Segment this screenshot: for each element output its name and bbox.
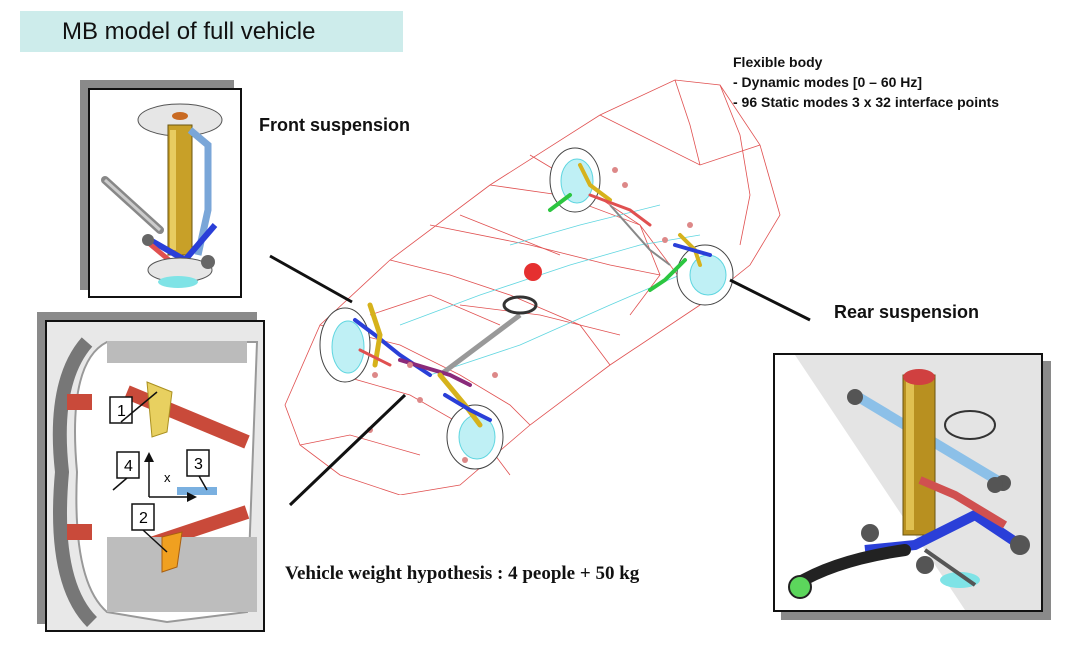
front-suspension-panel: [88, 88, 242, 298]
slide-title-box: MB model of full vehicle: [20, 11, 403, 52]
rear-suspension-label: Rear suspension: [834, 302, 980, 322]
rear-suspension-panel: [773, 353, 1043, 612]
body-mount-panel: 1 2 3 4 x: [45, 320, 265, 632]
mount-marker-3: 3: [194, 456, 203, 473]
flexible-body-note: Flexible body - Dynamic modes [0 – 60 Hz…: [733, 52, 1080, 112]
body-mount-render: 1 2 3 4 x: [47, 322, 263, 630]
vehicle-wireframe: [284, 79, 781, 495]
mount-marker-2: 2: [139, 510, 148, 527]
flexible-body-heading: Flexible body: [733, 54, 823, 70]
flexible-body-line: - Dynamic modes [0 – 60 Hz]: [733, 74, 923, 90]
weight-hypothesis-note: Vehicle weight hypothesis : 4 people + 5…: [285, 563, 640, 584]
mount-axis-label: x: [164, 470, 171, 485]
mount-marker-1: 1: [117, 403, 126, 420]
front-suspension-label: Front suspension: [259, 115, 411, 135]
front-suspension-render: [101, 103, 223, 288]
mount-marker-4: 4: [124, 458, 133, 475]
flexible-body-line: - 96 Static modes 3 x 32 interface point…: [733, 94, 1000, 110]
rear-suspension-render: [788, 355, 1041, 610]
slide-title: MB model of full vehicle: [62, 17, 316, 45]
